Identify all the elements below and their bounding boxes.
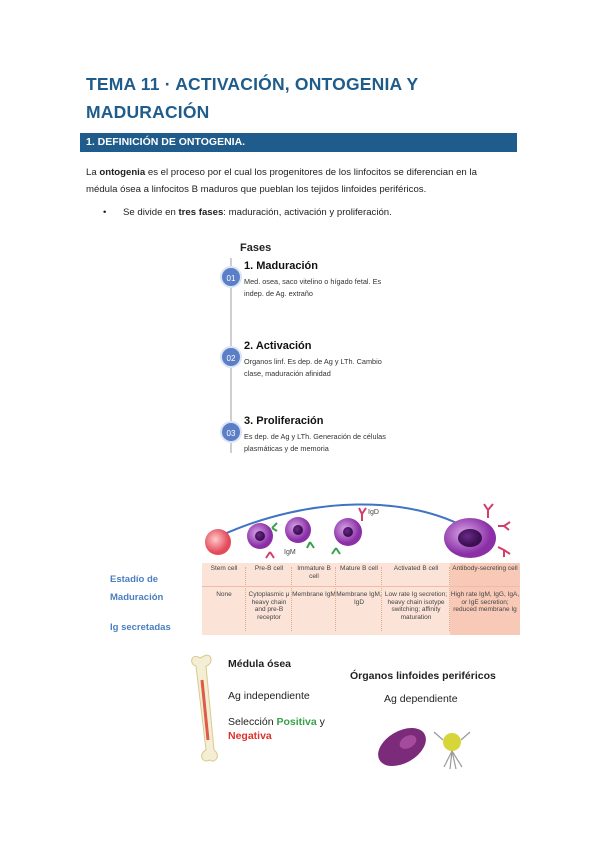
row-label-stage-2: Maduración bbox=[110, 592, 164, 603]
organos-title: Órganos linfoides periféricos bbox=[350, 670, 496, 682]
phase-desc: Es dep. de Ag y LTh. Generación de célul… bbox=[244, 432, 386, 453]
para-prefix: La bbox=[86, 167, 97, 178]
table-column: Antibody-secreting cell High rate IgM, I… bbox=[450, 563, 520, 635]
definition-paragraph: La ontogenia es el proceso por el cual l… bbox=[86, 164, 526, 198]
phase-number: 03 bbox=[220, 421, 242, 443]
phase-desc: Organos linf. Es dep. de Ag y LTh. Cambi… bbox=[244, 357, 382, 378]
cells-illustration: IgD IgM bbox=[205, 503, 511, 559]
row-label-ig: Ig secretadas bbox=[110, 622, 171, 633]
phase-title: 2. Activación bbox=[244, 340, 312, 352]
para-rest-1: es el proceso por el cual los progenitor… bbox=[147, 167, 477, 178]
progress-arrow bbox=[219, 503, 471, 537]
ag-independiente: Ag independiente bbox=[228, 690, 310, 702]
phase-number: 01 bbox=[220, 266, 242, 288]
bullet-text: Se divide en tres fases: maduración, act… bbox=[123, 206, 392, 220]
membrane-receptors-icon bbox=[271, 522, 341, 555]
table-divider bbox=[202, 586, 520, 587]
antibodies-icon bbox=[265, 503, 511, 559]
ag-dependiente: Ag dependiente bbox=[384, 693, 458, 705]
col-body: High rate IgM, IgG, IgA, or IgE secretio… bbox=[450, 591, 520, 614]
table-column: Immature B cell Membrane IgM bbox=[292, 563, 336, 635]
phase-desc: Med. osea, saco vitelino o hígado fetal.… bbox=[244, 277, 382, 298]
table-column: Pre-B cell Cytoplasmic μ heavy chain and… bbox=[246, 563, 292, 635]
seleccion-text: Selección Positiva y Negativa bbox=[228, 715, 338, 743]
y-text: y bbox=[319, 716, 325, 728]
col-header: Stem cell bbox=[210, 565, 238, 572]
table-column: Stem cell None bbox=[202, 563, 246, 635]
bullet-post: : maduración, activación y proliferación… bbox=[223, 207, 392, 218]
phase-title: 3. Proliferación bbox=[244, 415, 324, 427]
table-column: Activated B cell Low rate Ig secretion; … bbox=[382, 563, 450, 635]
col-body: Low rate Ig secretion; heavy chain isoty… bbox=[384, 591, 448, 621]
maturation-figure: IgD IgM Estadío de Maduración Ig secreta… bbox=[110, 500, 520, 770]
para-rest-2: médula ósea a linfocitos B maduros que p… bbox=[86, 184, 427, 195]
col-header: Pre-B cell bbox=[254, 565, 284, 572]
medula-title: Médula ósea bbox=[228, 658, 292, 670]
col-body: None bbox=[216, 591, 232, 598]
phases-figure: Fases 01 1. Maduración Med. osea, saco v… bbox=[214, 238, 414, 458]
col-body: Cytoplasmic μ heavy chain and pre-B rece… bbox=[248, 591, 290, 621]
phase-title: 1. Maduración bbox=[244, 260, 318, 272]
para-bold-term: ontogenia bbox=[99, 167, 146, 178]
col-header: Mature B cell bbox=[340, 565, 378, 572]
section-heading: 1. DEFINICIÓN DE ONTOGENIA. bbox=[80, 133, 517, 152]
phases-heading: Fases bbox=[240, 242, 272, 254]
col-body: Membrane IgM bbox=[292, 591, 336, 598]
row-label-stage-1: Estadío de bbox=[110, 574, 159, 585]
positiva-text: Positiva bbox=[276, 716, 317, 728]
negativa-text: Negativa bbox=[228, 730, 272, 742]
effector-cells-icon bbox=[378, 728, 471, 770]
igd-label: IgD bbox=[368, 509, 379, 516]
col-body: Membrane IgM, IgD bbox=[336, 591, 382, 606]
col-header: Immature B cell bbox=[297, 565, 331, 580]
seleccion-pre: Selección bbox=[228, 716, 274, 728]
bone-icon bbox=[191, 654, 218, 762]
phase-number: 02 bbox=[220, 346, 242, 368]
maturation-table: Stem cell None Pre-B cell Cytoplasmic μ … bbox=[202, 563, 520, 635]
stem-cell bbox=[205, 529, 231, 555]
title-line-1: TEMA 11 · ACTIVACIÓN, ONTOGENIA Y MADURA… bbox=[86, 74, 419, 122]
col-header: Antibody-secreting cell bbox=[452, 565, 518, 572]
table-column: Mature B cell Membrane IgM, IgD bbox=[336, 563, 382, 635]
bullet-bold: tres fases bbox=[178, 207, 224, 218]
igm-label: IgM bbox=[284, 549, 296, 556]
col-header: Activated B cell bbox=[393, 565, 439, 572]
bullet-dot: • bbox=[103, 207, 107, 218]
bullet-pre: Se divide en bbox=[123, 207, 176, 218]
